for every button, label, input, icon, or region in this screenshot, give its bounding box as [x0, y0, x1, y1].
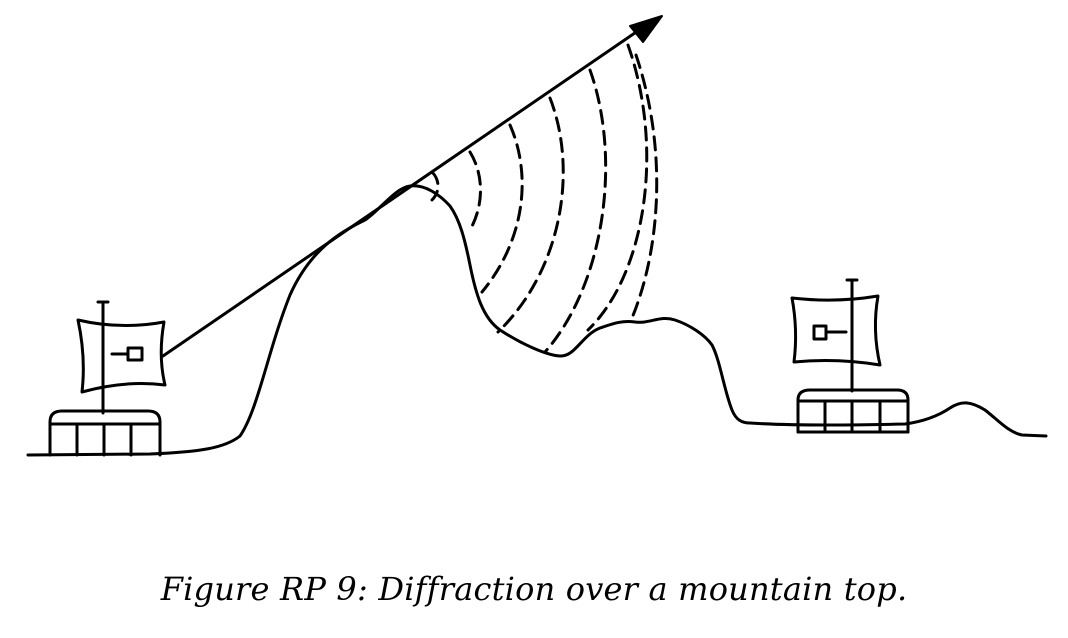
- figure-caption: Figure RP 9: Diffraction over a mountain…: [160, 570, 908, 608]
- right-antenna-base: [796, 388, 910, 434]
- wavefront-arc-7: [630, 53, 659, 320]
- wavefront-arc-2: [468, 150, 482, 232]
- terrain-profile: [26, 184, 1048, 457]
- left-antenna-base: [48, 409, 162, 457]
- right-antenna-panel: [790, 294, 882, 367]
- wavefront-arc-3: [480, 123, 524, 294]
- diffraction-ray: [161, 24, 647, 358]
- diffraction-diagram: [26, 15, 1048, 457]
- left-antenna-panel: [76, 318, 167, 394]
- ray-arrowhead-icon: [629, 15, 663, 43]
- left-dish-antenna-icon: [48, 300, 167, 457]
- diffracted-wavefronts: [430, 43, 659, 354]
- wavefront-arc-5: [543, 68, 608, 354]
- right-dish-antenna-icon: [790, 278, 910, 434]
- wavefront-arc-4: [496, 96, 565, 334]
- wavefront-arc-6: [586, 43, 649, 332]
- wavefront-arc-1: [430, 170, 440, 202]
